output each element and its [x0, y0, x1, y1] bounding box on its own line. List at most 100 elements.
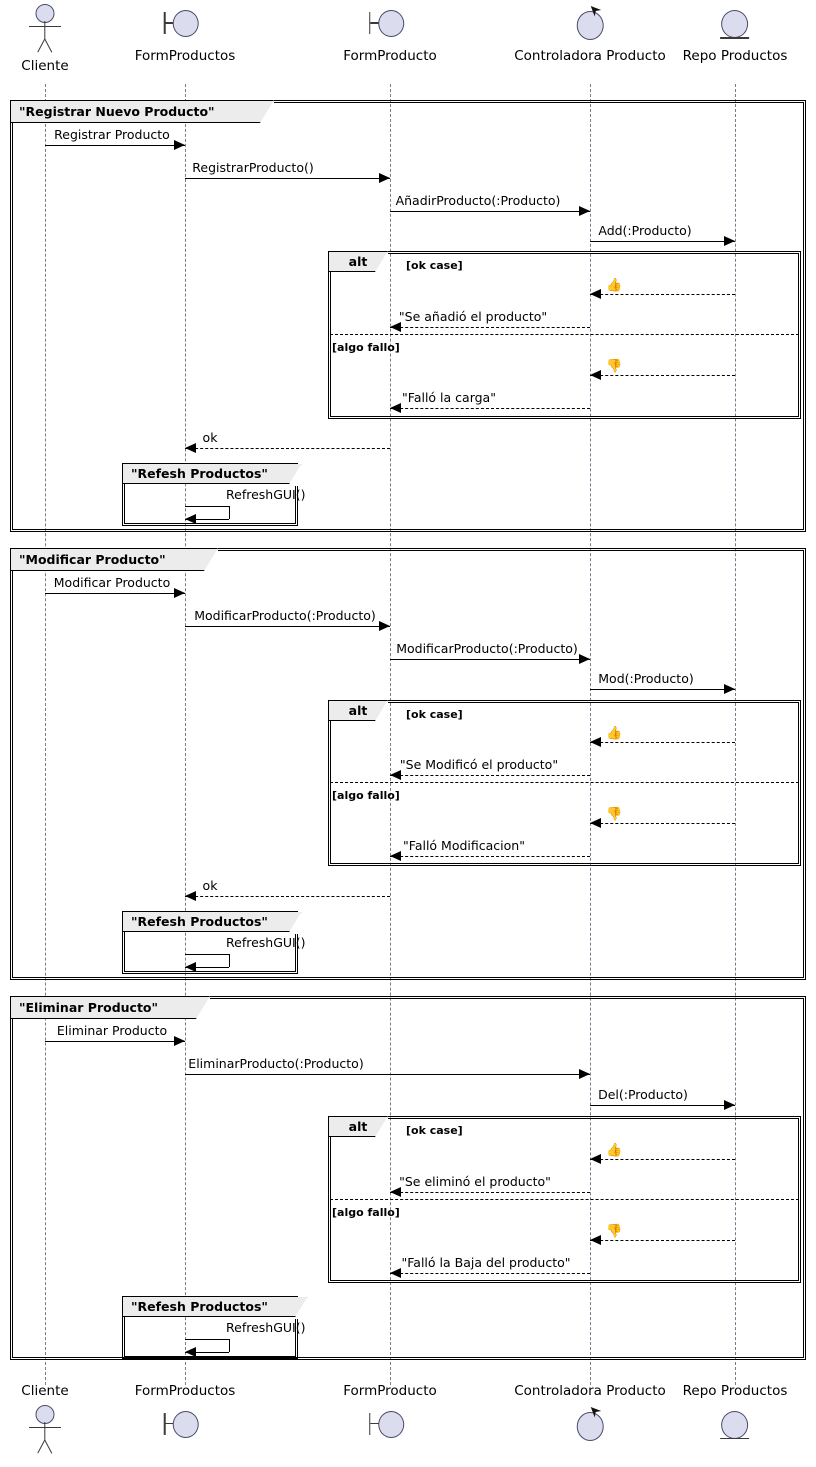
alt-guard-modificar-1: [algo fallo]: [332, 789, 400, 802]
message-line-modificar-alt-1: [390, 775, 590, 776]
participant-foot-label-formproducto: FormProducto: [343, 1383, 437, 1399]
control-circle-icon: [576, 11, 604, 40]
participant-head-formproductos: FormProductos: [134, 2, 236, 64]
message-line-eliminar-alt-3: [390, 1273, 590, 1274]
message-arrowhead-registrar-alt-3: [390, 403, 401, 414]
message-arrowhead-eliminar-alt-1: [390, 1187, 401, 1198]
message-label-registrar-3: Add(:Producto): [598, 223, 692, 238]
message-emoji-modificar-alt-2: 👎: [606, 807, 623, 822]
boundary-circle-icon: [173, 1410, 199, 1438]
participant-label-repo: Repo Productos: [682, 48, 788, 64]
message-line-modificar-1: [185, 626, 390, 627]
message-label-eliminar-2: Del(:Producto): [598, 1087, 688, 1102]
refresh-fragment-registrar: "Refesh Productos": [122, 463, 302, 526]
message-line-registrar-0: [45, 145, 185, 146]
message-label-eliminar-0: Eliminar Producto: [56, 1023, 168, 1038]
message-arrowhead-modificar-alt-3: [390, 851, 401, 862]
fragment-label-registrar: "Registrar Nuevo Producto": [11, 100, 274, 123]
lifeline-repo: [735, 84, 736, 1385]
message-arrowhead-modificar-alt-0: [590, 737, 601, 748]
self-message-right-eliminar: [229, 1339, 230, 1352]
participant-head-repo: Repo Productos: [682, 2, 788, 64]
alt-fragment-registrar: alt: [328, 251, 801, 419]
message-label-registrar-alt-1: "Se añadió el producto": [398, 309, 548, 324]
boundary-stub-icon: [370, 22, 379, 24]
entity-underline-icon: [720, 1437, 750, 1440]
message-label-registrar-1: RegistrarProducto(): [192, 160, 314, 175]
message-emoji-registrar-alt-2: 👎: [606, 359, 623, 374]
self-message-top-eliminar: [185, 1339, 229, 1340]
alt-guard-registrar-1: [algo fallo]: [332, 341, 400, 354]
self-message-top-modificar: [185, 954, 229, 955]
self-message-bottom-modificar: [185, 967, 229, 968]
alt-divider-eliminar: [330, 1199, 799, 1200]
message-line-registrar-ret: [185, 448, 390, 449]
self-message-arrowhead-eliminar: [185, 1347, 196, 1358]
message-label-modificar-2: ModificarProducto(:Producto): [396, 641, 578, 656]
participant-head-controladora: Controladora Producto: [514, 2, 666, 64]
boundary-circle-icon: [378, 1410, 404, 1438]
message-line-eliminar-alt-0: [590, 1159, 735, 1160]
fragment-label-eliminar: "Eliminar Producto": [11, 996, 210, 1019]
message-line-registrar-1: [185, 178, 390, 179]
self-message-arrowhead-modificar: [185, 962, 196, 973]
boundary-icon: [150, 1403, 220, 1447]
lifeline-cliente: [45, 84, 46, 1385]
alt-guard-eliminar-0: [ok case]: [406, 1124, 463, 1137]
message-arrowhead-eliminar-alt-0: [590, 1154, 601, 1165]
control-icon: [555, 1403, 625, 1447]
message-arrowhead-modificar-2: [579, 654, 590, 665]
participant-foot-label-repo: Repo Productos: [682, 1383, 788, 1399]
alt-guard-eliminar-1: [algo fallo]: [332, 1206, 400, 1219]
alt-divider-modificar: [330, 782, 799, 783]
alt-operator-label-modificar: alt: [329, 700, 388, 721]
boundary-stub-icon: [165, 22, 174, 24]
participant-foot-formproducto: FormProducto: [343, 1383, 437, 1447]
fragment-label-modificar: "Modificar Producto": [11, 548, 218, 571]
message-arrowhead-modificar-ret: [185, 891, 196, 902]
alt-guard-registrar-0: [ok case]: [406, 259, 463, 272]
participant-label-formproductos: FormProductos: [134, 48, 236, 64]
participant-label-formproducto: FormProducto: [343, 48, 437, 64]
message-line-modificar-alt-2: [590, 823, 735, 824]
message-line-modificar-alt-0: [590, 742, 735, 743]
message-label-registrar-ret: ok: [202, 430, 218, 445]
message-line-eliminar-0: [45, 1041, 185, 1042]
message-line-registrar-alt-2: [590, 375, 735, 376]
message-emoji-registrar-alt-0: 👍: [606, 278, 623, 293]
message-arrowhead-eliminar-2: [724, 1100, 735, 1111]
message-label-modificar-alt-1: "Se Modificó el producto": [399, 757, 559, 772]
participant-label-controladora: Controladora Producto: [514, 48, 666, 64]
message-line-modificar-alt-3: [390, 856, 590, 857]
message-arrowhead-eliminar-0: [174, 1036, 185, 1047]
alt-guard-modificar-0: [ok case]: [406, 708, 463, 721]
message-label-modificar-ret: ok: [202, 878, 218, 893]
message-label-modificar-0: Modificar Producto: [53, 575, 171, 590]
message-emoji-eliminar-alt-2: 👎: [606, 1224, 623, 1239]
lifeline-formproductos: [185, 84, 186, 1385]
message-line-registrar-2: [390, 211, 590, 212]
message-line-modificar-ret: [185, 896, 390, 897]
refresh-fragment-label-registrar: "Refesh Productos": [123, 463, 302, 486]
participant-foot-controladora: Controladora Producto: [514, 1384, 666, 1447]
actor-leg-right-icon: [44, 38, 53, 53]
participant-foot-formproductos: FormProductos: [135, 1384, 235, 1447]
message-arrowhead-eliminar-alt-2: [590, 1235, 601, 1246]
boundary-circle-icon: [173, 10, 199, 37]
participant-foot-repo: Repo Productos: [682, 1383, 788, 1447]
boundary-circle-icon: [378, 10, 404, 37]
refresh-fragment-label-modificar: "Refesh Productos": [123, 911, 302, 934]
message-line-registrar-alt-0: [590, 294, 735, 295]
message-emoji-eliminar-alt-0: 👍: [606, 1143, 623, 1158]
control-arrow-icon: [589, 4, 603, 18]
entity-circle-icon: [721, 1410, 749, 1439]
self-message-arrowhead-registrar: [185, 514, 196, 525]
boundary-stub-icon: [370, 1422, 379, 1425]
actor-leg-right-icon: [44, 1439, 53, 1454]
control-circle-icon: [576, 1411, 604, 1441]
boundary-bar-icon: [164, 1412, 166, 1435]
boundary-bar-icon: [164, 12, 166, 34]
entity-underline-icon: [720, 37, 750, 39]
message-line-eliminar-alt-2: [590, 1240, 735, 1241]
